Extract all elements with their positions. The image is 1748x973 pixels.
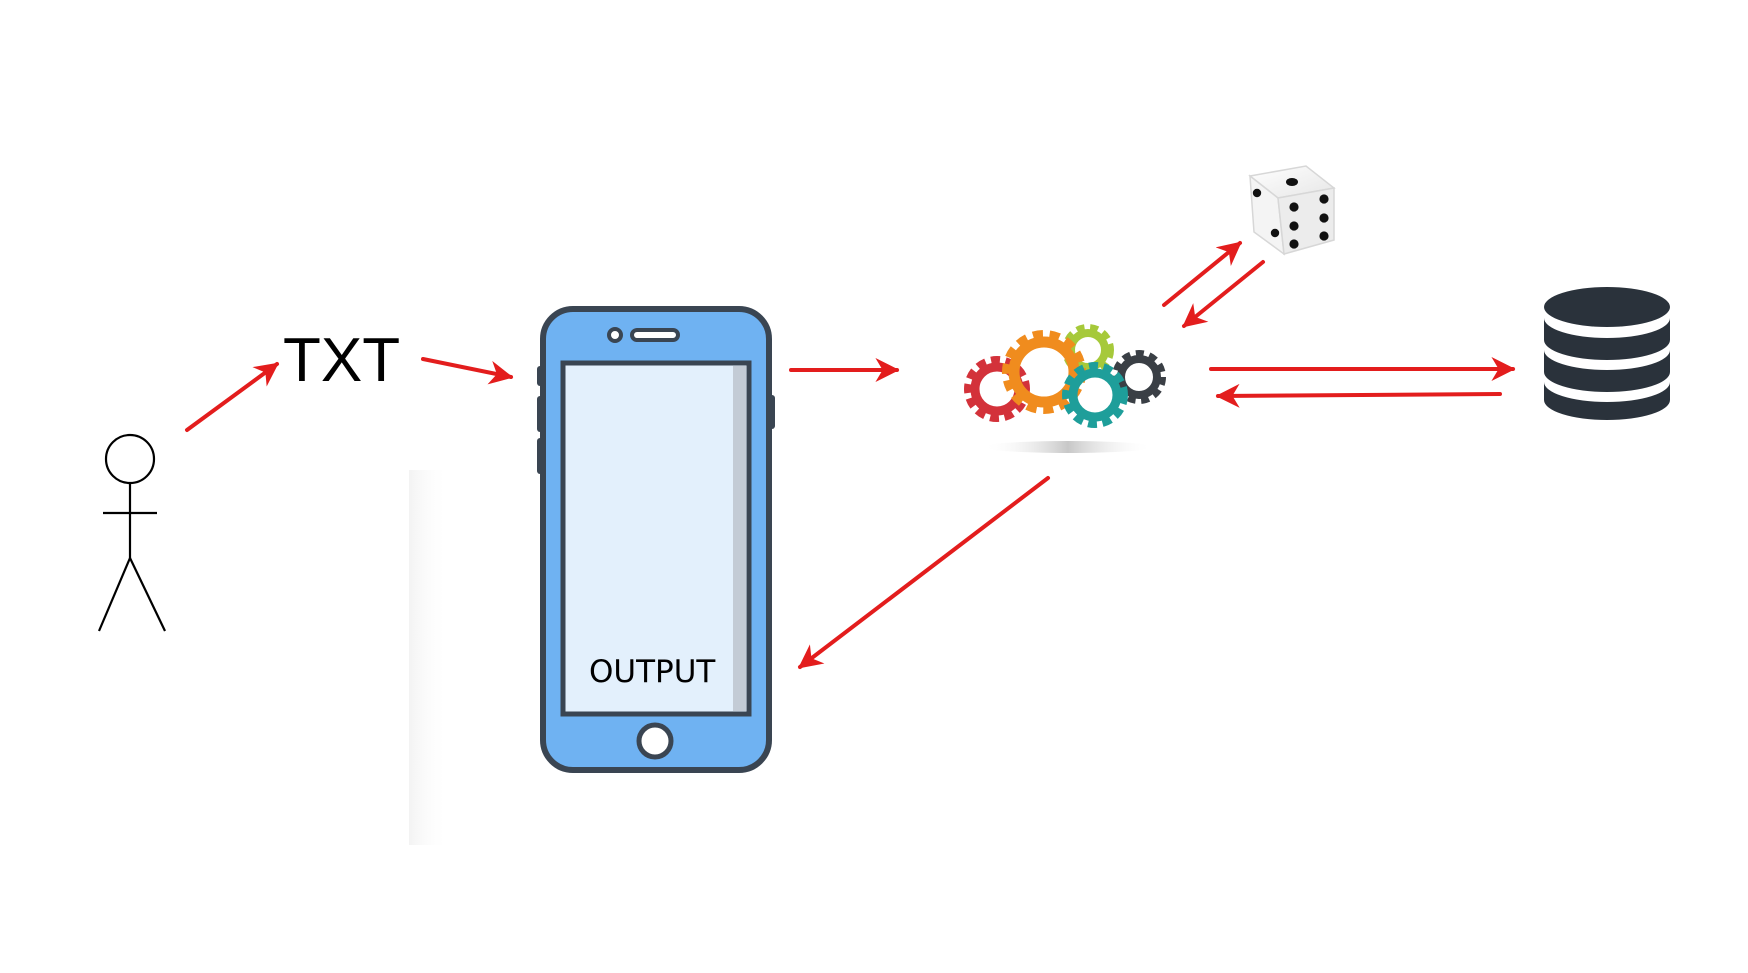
database-icon: [1544, 287, 1670, 420]
database-tier-3: [1544, 382, 1670, 420]
arrow-database-to-gears: [1215, 383, 1502, 408]
gear-teal-icon: [1062, 362, 1128, 428]
arrow-dice-to-gears: [1182, 260, 1265, 328]
database-tier-2: [1544, 350, 1670, 392]
dice-pip: [1270, 228, 1280, 238]
database-tier-1: [1544, 318, 1670, 360]
phone-output-label: OUTPUT: [589, 654, 716, 690]
phone-screen-edge: [733, 366, 746, 711]
database-top: [1544, 287, 1670, 327]
smartphone-icon: OUTPUT: [537, 306, 775, 773]
txt-label: TXT: [283, 326, 400, 395]
arrows: [185, 241, 1516, 669]
dice-pip: [1289, 221, 1299, 231]
arrow-user-to-txt: [185, 362, 279, 432]
dice-pip: [1286, 178, 1298, 186]
gears-shadow: [983, 441, 1153, 453]
arrow-txt-to-phone: [421, 357, 514, 385]
dice-pip: [1319, 231, 1329, 241]
stick-figure-head: [104, 433, 156, 485]
arrow-gears-to-phone: [798, 476, 1050, 669]
stick-figure-right-leg: [129, 557, 166, 632]
dice-icon: [1248, 165, 1336, 256]
phone-home-button: [636, 722, 674, 760]
phone-screen: [560, 360, 752, 717]
gears-icon: [964, 324, 1166, 453]
dice-pip: [1319, 194, 1329, 204]
dice-pip: [1319, 213, 1329, 223]
stick-figure-icon: [97, 433, 166, 632]
phone-speaker: [630, 328, 680, 342]
background-fade-strip: [409, 470, 449, 845]
dice-pip: [1252, 188, 1262, 198]
arrow-gears-to-dice: [1162, 241, 1242, 307]
stick-figure-left-leg: [97, 557, 132, 632]
dice-pip: [1289, 239, 1299, 249]
dice-pip: [1289, 202, 1299, 212]
phone-camera: [607, 327, 623, 343]
